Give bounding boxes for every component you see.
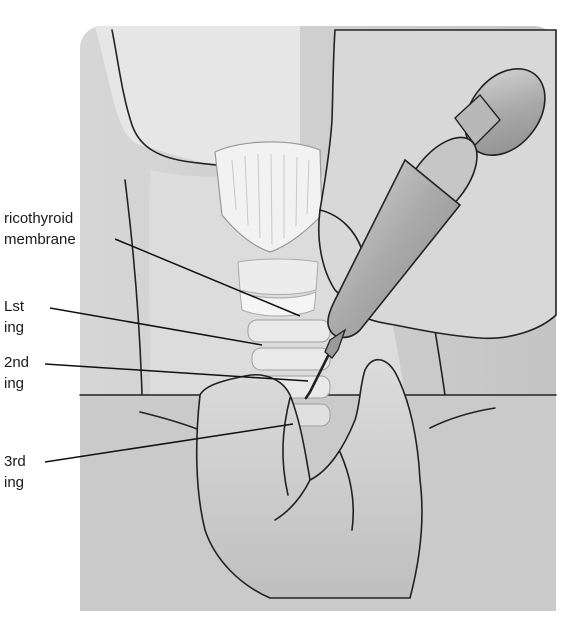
label-ring1-line2: ing <box>4 319 24 336</box>
label-ring3-line1: 3rd <box>4 453 26 470</box>
label-cricothyroid-line1: ricothyroid <box>4 210 73 227</box>
label-cricothyroid-line2: membrane <box>4 231 76 248</box>
tracheal-ring-2 <box>252 348 330 370</box>
label-ring3-line2: ing <box>4 474 24 491</box>
tracheal-ring-1 <box>248 320 330 342</box>
anatomy-labels: ricothyroid membrane Lst ing 2nd ing 3rd… <box>4 210 76 491</box>
label-ring2-line2: ing <box>4 375 24 392</box>
label-ring2-line1: 2nd <box>4 354 29 371</box>
label-ring1-line1: Lst <box>4 298 25 315</box>
